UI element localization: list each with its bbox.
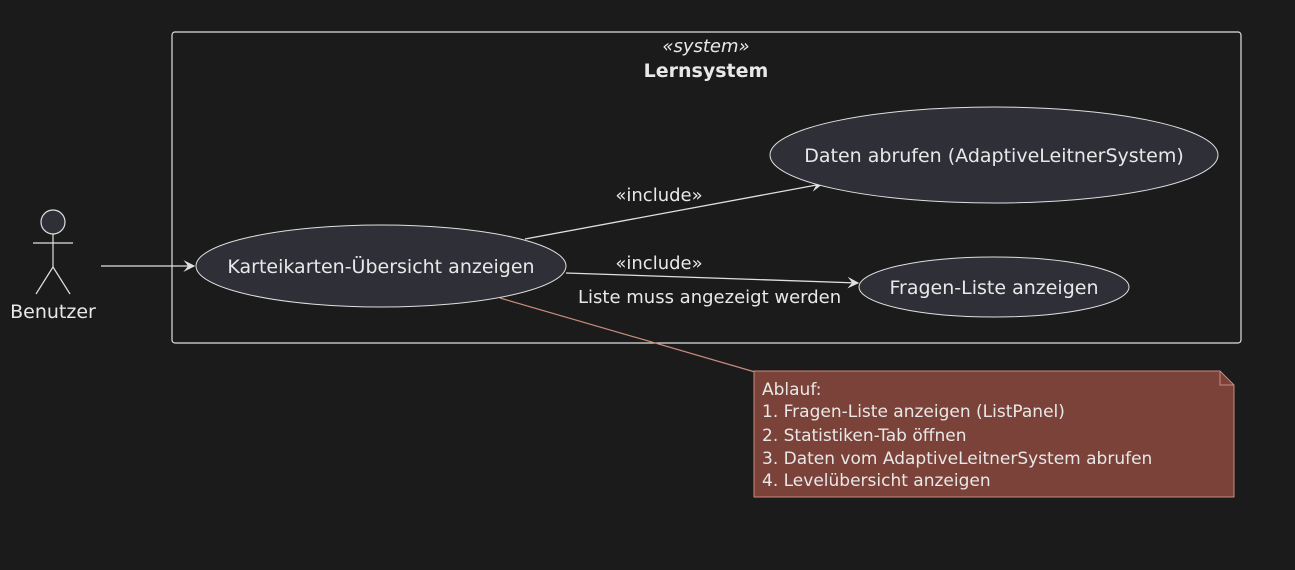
include-label-2: «include»: [615, 253, 702, 274]
note-connector: [499, 297, 756, 373]
note-line: 1. Fragen-Liste anzeigen (ListPanel): [762, 402, 1065, 422]
system-stereotype: «system»: [662, 36, 749, 57]
usecase-overview[interactable]: Karteikarten-Übersicht anzeigen: [195, 224, 567, 308]
system-boundary: «system» Lernsystem: [171, 31, 1242, 344]
note-line: 4. Levelübersicht anzeigen: [762, 471, 991, 491]
stick-figure-icon: [33, 209, 73, 295]
usecase-fetch-data-label: Daten abrufen (AdaptiveLeitnerSystem): [804, 145, 1184, 167]
system-title: Lernsystem: [644, 60, 769, 82]
note-ablauf[interactable]: Ablauf: 1. Fragen-Liste anzeigen (ListPa…: [753, 370, 1235, 498]
usecase-overview-label: Karteikarten-Übersicht anzeigen: [227, 255, 534, 278]
usecase-fetch-data[interactable]: Daten abrufen (AdaptiveLeitnerSystem): [769, 106, 1219, 204]
note-line: 3. Daten vom AdaptiveLeitnerSystem abruf…: [762, 449, 1152, 469]
usecase-question-list[interactable]: Fragen-Liste anzeigen: [858, 256, 1130, 318]
usecase-question-list-label: Fragen-Liste anzeigen: [889, 277, 1098, 299]
note-line: 2. Statistiken-Tab öffnen: [762, 426, 966, 446]
include-arrow-question-list: [565, 272, 860, 289]
include-arrow-fetch-data: [524, 180, 824, 240]
actor-label: Benutzer: [10, 301, 96, 323]
actor-benutzer[interactable]: Benutzer: [10, 209, 96, 323]
include-label-1: «include»: [615, 185, 702, 206]
note-line: Ablauf:: [762, 380, 821, 400]
include-note-label: Liste muss angezeigt werden: [578, 287, 841, 308]
